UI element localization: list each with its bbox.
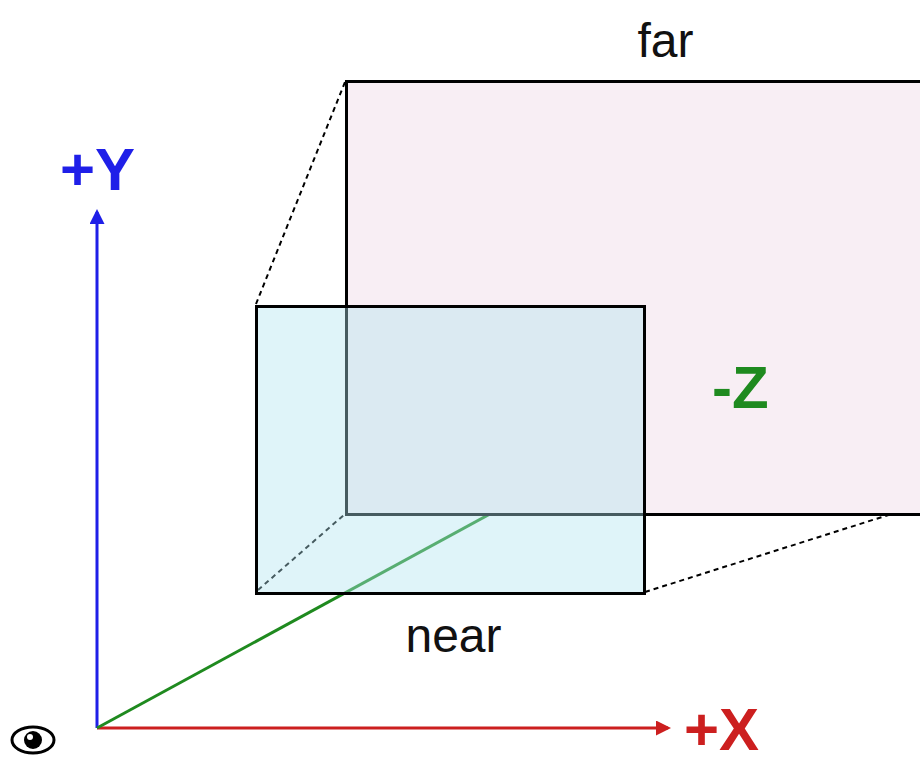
near-plane: near (255, 305, 646, 595)
axis-label: -Z (712, 358, 769, 418)
axis-label: +Y (60, 140, 135, 200)
axis-label: +X (684, 700, 759, 760)
y-axis (96, 212, 99, 728)
eye-icon (12, 727, 54, 753)
x-axis (97, 727, 668, 730)
plane-label: near (405, 612, 501, 660)
plane-label: far (637, 17, 693, 65)
